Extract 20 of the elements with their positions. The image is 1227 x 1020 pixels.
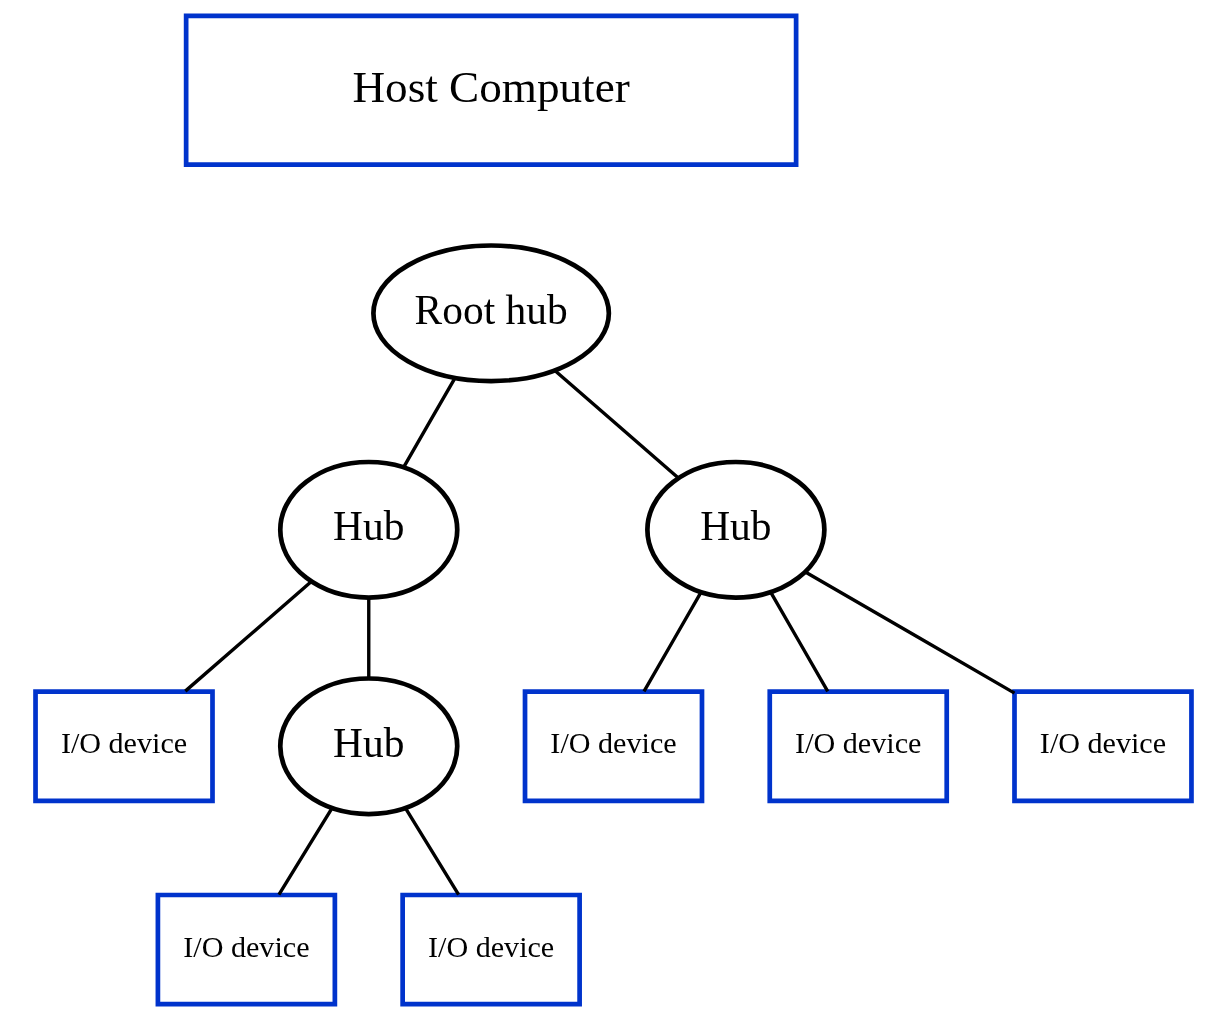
node-box: I/O device xyxy=(33,689,215,804)
node-ellipse: Hub xyxy=(277,676,460,817)
connector xyxy=(769,591,830,693)
connector xyxy=(184,580,313,693)
node-ellipse: Hub xyxy=(277,459,460,600)
node-box: I/O device xyxy=(522,689,705,804)
node-box: Host Computer xyxy=(183,13,799,167)
connector xyxy=(404,807,461,896)
connector xyxy=(642,591,703,693)
connector xyxy=(553,369,680,480)
connector xyxy=(277,807,334,896)
connector xyxy=(367,597,371,679)
node-ellipse: Root hub xyxy=(371,243,612,384)
node-box: I/O device xyxy=(767,689,950,804)
node-box: I/O device xyxy=(1012,689,1194,804)
node-box: I/O device xyxy=(400,892,582,1007)
connector xyxy=(804,570,1016,695)
connector xyxy=(402,376,457,468)
node-box: I/O device xyxy=(155,892,338,1007)
node-ellipse: Hub xyxy=(645,459,827,600)
